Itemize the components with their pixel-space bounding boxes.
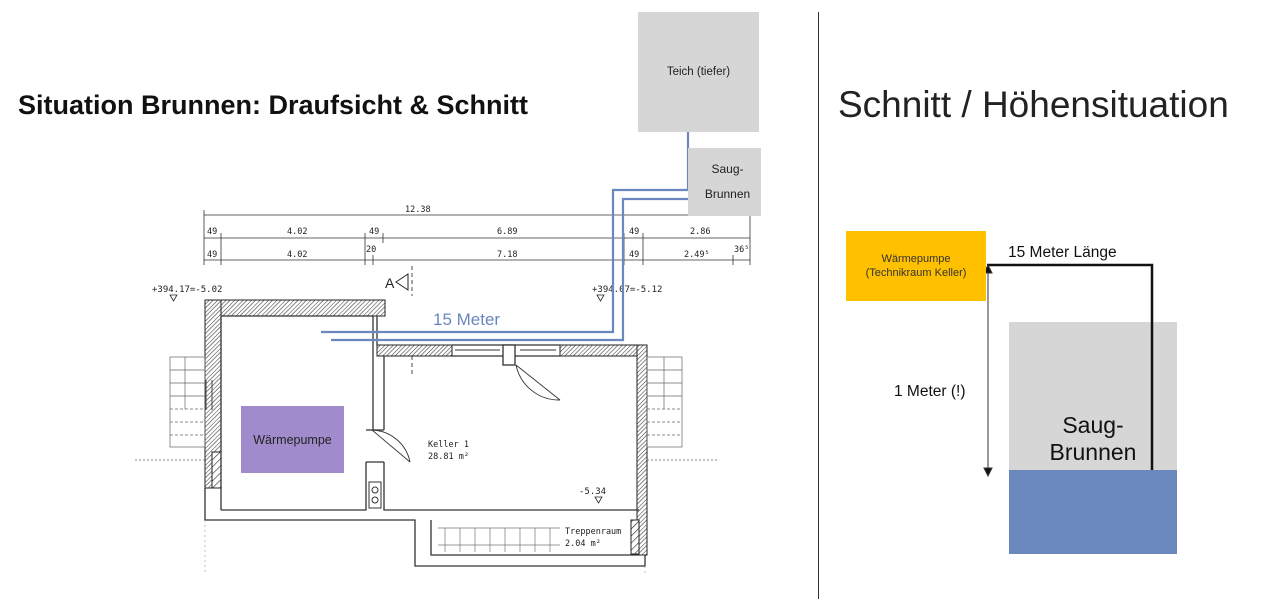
length-label: 15 Meter Länge xyxy=(1008,244,1117,261)
level-markers: +394.17=-5.02 +394.07=-5.12 -5.34 xyxy=(152,285,662,504)
water-body xyxy=(1009,470,1177,554)
level-left: +394.17=-5.02 xyxy=(152,285,222,295)
section-diagram xyxy=(983,263,1177,554)
right-title: Schnitt / Höhensituation xyxy=(838,84,1229,125)
dim-r3-3: 20 xyxy=(366,245,376,255)
stairs-left xyxy=(135,356,206,461)
suction-pipe xyxy=(987,263,1154,470)
floor-plan: 12.38 49 4.02 49 6.89 49 2.86 49 4.02 20… xyxy=(135,132,751,575)
dim-r2-5: 49 xyxy=(629,227,639,237)
wp-section-line2: (Technikraum Keller) xyxy=(865,267,967,279)
dimension-texts: 12.38 49 4.02 49 6.89 49 2.86 49 4.02 20… xyxy=(207,205,749,260)
fixtures xyxy=(368,481,382,509)
svg-text:A: A xyxy=(385,275,395,291)
interior-walls xyxy=(204,315,646,567)
level-treppe: -5.34 xyxy=(579,487,606,497)
saug-section-line2: Brunnen xyxy=(1049,439,1137,465)
dim-r2-4: 6.89 xyxy=(497,227,517,237)
saugbrunnen-box-plan: Saug- Brunnen xyxy=(688,148,761,216)
dim-r3-4: 7.18 xyxy=(497,250,517,260)
section-marker-a: A xyxy=(385,266,413,376)
pipe-length-label: 15 Meter xyxy=(433,310,500,329)
brunnen-shaft xyxy=(1009,322,1177,470)
room-keller-name: Keller 1 xyxy=(428,440,469,450)
wp-section-line1: Wärmepumpe xyxy=(881,253,951,265)
teich-label: Teich (tiefer) xyxy=(666,66,731,78)
dim-r2-6: 2.86 xyxy=(690,227,710,237)
height-label: 1 Meter (!) xyxy=(894,383,966,400)
saug-label-line2: Brunnen xyxy=(704,187,751,201)
dimension-lines xyxy=(203,210,751,265)
room-keller-area: 28.81 m² xyxy=(428,452,469,462)
dim-total: 12.38 xyxy=(405,205,431,215)
saug-label-line1: Saug- xyxy=(711,162,744,176)
dim-r2-2: 4.02 xyxy=(287,227,307,237)
dim-r2-3: 49 xyxy=(369,227,379,237)
waermepumpe-box-section: Wärmepumpe (Technikraum Keller) xyxy=(846,231,986,301)
waermepumpe-label: Wärmepumpe xyxy=(253,432,332,447)
exterior-walls xyxy=(204,299,648,556)
dim-r3-6: 2.49⁵ xyxy=(684,250,710,260)
level-right: +394.07=-5.12 xyxy=(592,285,662,295)
room-labels: Keller 1 28.81 m² Treppenraum 2.04 m² xyxy=(428,440,621,549)
guide-lines xyxy=(204,520,646,575)
dim-r3-1: 49 xyxy=(207,250,217,260)
teich-box: Teich (tiefer) xyxy=(638,12,759,132)
dim-r2-1: 49 xyxy=(207,227,217,237)
saug-section-line1: Saug- xyxy=(1062,412,1124,438)
room-treppe-area: 2.04 m² xyxy=(565,539,601,549)
height-dimension xyxy=(983,263,993,478)
waermepumpe-box-plan: Wärmepumpe xyxy=(241,406,344,473)
doors xyxy=(205,349,561,463)
panel-divider xyxy=(818,12,819,599)
dim-r3-7: 36⁵ xyxy=(734,245,749,255)
saugbrunnen-label-section: Saug- Brunnen xyxy=(1009,412,1177,466)
left-title: Situation Brunnen: Draufsicht & Schnitt xyxy=(18,90,528,120)
stairs-right xyxy=(646,356,718,461)
dim-r3-2: 4.02 xyxy=(287,250,307,260)
dim-r3-5: 49 xyxy=(629,250,639,260)
stairs-interior xyxy=(438,527,560,552)
room-treppe-name: Treppenraum xyxy=(565,527,621,537)
